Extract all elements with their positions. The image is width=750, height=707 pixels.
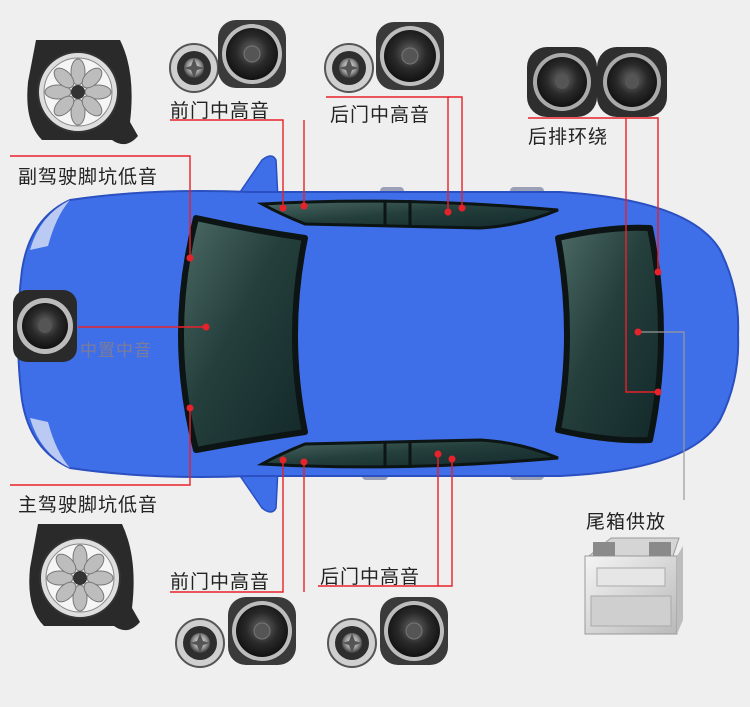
subwoofer-speaker-icon	[29, 524, 140, 631]
label-rear-door-top: 后门中高音	[330, 104, 431, 126]
midrange-speaker-icon	[597, 47, 667, 117]
leader-lines	[10, 96, 659, 593]
tweeter-speaker-icon	[169, 43, 219, 93]
label-front-door-top: 前门中高音	[170, 100, 271, 122]
subwoofer-speaker-icon	[27, 40, 138, 145]
midrange-speaker-icon	[13, 290, 77, 362]
leader-front-door-top	[170, 119, 284, 208]
leader-trunk-amp	[638, 331, 685, 500]
label-front-door-bottom: 前门中高音	[170, 571, 271, 593]
tweeter-speaker-icon	[327, 618, 377, 668]
car-body	[17, 155, 740, 513]
tweeter-speaker-icon	[324, 43, 374, 93]
leader-front-door-bottom	[170, 460, 284, 593]
midrange-speaker-icon	[228, 597, 296, 665]
midrange-speaker-icon	[376, 22, 444, 90]
midrange-speaker-icon	[218, 20, 286, 88]
label-rear-surround: 后排环绕	[528, 126, 609, 148]
midrange-speaker-icon	[380, 597, 448, 665]
leader-passenger-footwell	[10, 155, 191, 258]
label-passenger-footwell: 副驾驶脚坑低音	[18, 166, 159, 188]
mirror-top	[234, 155, 279, 201]
leader-rear-surround	[528, 117, 659, 272]
midrange-speaker-icon	[527, 47, 597, 117]
windshield	[178, 215, 308, 453]
label-center-mid: 中置中音	[80, 341, 152, 361]
tweeter-speaker-icon	[175, 618, 225, 668]
rear-window	[555, 224, 664, 444]
label-driver-footwell: 主驾驶脚坑低音	[18, 494, 159, 516]
leader-driver-footwell	[10, 408, 191, 486]
amplifier-module-icon	[584, 537, 683, 635]
label-trunk-amp: 尾箱供放	[586, 511, 667, 533]
speaker-position-dots	[186, 202, 662, 466]
mirror-bottom	[234, 467, 279, 513]
label-rear-door-bottom: 后门中高音	[320, 566, 421, 588]
